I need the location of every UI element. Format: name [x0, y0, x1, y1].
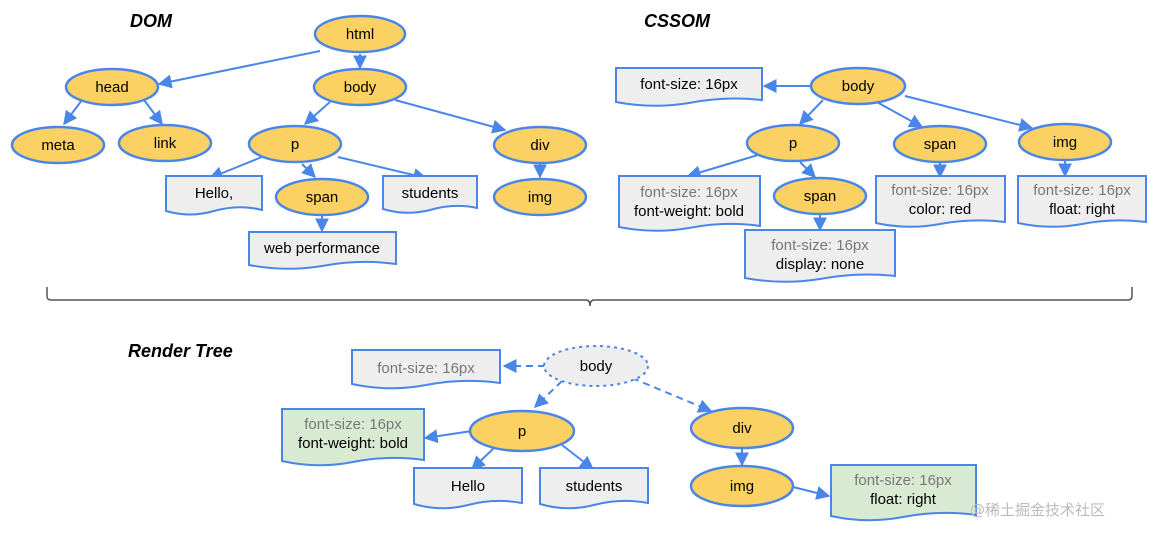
dom-node-body: body	[312, 67, 408, 107]
edge-body-div	[394, 99, 507, 134]
dom-node-div: div	[492, 125, 588, 165]
svg-text:html: html	[346, 26, 374, 43]
svg-text:font-size: 16px: font-size: 16px	[854, 472, 952, 489]
svg-text:float: right: float: right	[1049, 201, 1116, 218]
watermark-text: @稀土掘金技术社区	[970, 501, 1105, 519]
svg-text:div: div	[732, 420, 752, 437]
cssom-node-p-style: font-size: 16px font-weight: bold	[618, 175, 761, 232]
svg-text:body: body	[344, 79, 377, 96]
svg-text:color: red: color: red	[909, 201, 972, 218]
edge-render-p-hello	[470, 446, 496, 470]
render-edges	[423, 359, 831, 500]
render-node-students: students	[539, 467, 649, 510]
svg-text:body: body	[580, 358, 613, 375]
edge-head-link	[143, 99, 163, 126]
dom-node-p: p	[247, 124, 343, 164]
render-node-img-style: font-size: 16px float: right	[830, 464, 977, 522]
svg-text:span: span	[924, 136, 957, 153]
svg-text:Hello,: Hello,	[195, 185, 233, 202]
cssom-edges	[686, 79, 1072, 232]
edge-render-p-style	[423, 429, 473, 444]
render-node-div: div	[689, 406, 795, 450]
svg-text:img: img	[1053, 134, 1077, 151]
svg-text:font-size: 16px: font-size: 16px	[771, 237, 869, 254]
dom-node-html: html	[313, 14, 407, 54]
edge-cssom-body-img	[904, 95, 1034, 132]
edge-html-head	[157, 50, 321, 89]
svg-text:p: p	[291, 136, 299, 153]
dom-node-meta: meta	[10, 125, 106, 165]
dom-node-hello: Hello,	[165, 175, 263, 216]
merge-brace	[46, 287, 1133, 307]
svg-text:students: students	[566, 478, 623, 495]
render-tree-title: Render Tree	[128, 341, 233, 361]
edge-p-hello	[208, 156, 263, 180]
svg-text:body: body	[842, 78, 875, 95]
svg-text:head: head	[95, 79, 128, 96]
svg-text:p: p	[518, 423, 526, 440]
edge-render-img-style	[792, 486, 831, 500]
dom-node-img: img	[492, 177, 588, 217]
render-tree: font-size: 16px body font-size: 16px fon…	[281, 345, 977, 522]
svg-text:web performance: web performance	[263, 240, 380, 257]
dom-edges	[63, 50, 547, 233]
edge-p-span	[301, 163, 316, 178]
dom-title: DOM	[130, 11, 173, 31]
dom-node-link: link	[117, 123, 213, 163]
svg-text:students: students	[402, 185, 459, 202]
svg-text:span: span	[804, 188, 837, 205]
cssom-node-span: span	[892, 124, 988, 164]
cssom-node-p: p	[745, 123, 841, 163]
dom-node-web-performance: web performance	[248, 231, 397, 270]
svg-text:font-size: 16px: font-size: 16px	[640, 184, 738, 201]
cssom-node-span-style: font-size: 16px color: red	[875, 175, 1006, 228]
svg-text:Hello: Hello	[451, 478, 485, 495]
edge-body-p	[303, 101, 331, 125]
dom-tree: html head body meta link p div Hello,	[10, 14, 588, 270]
svg-text:div: div	[530, 137, 550, 154]
svg-text:p: p	[789, 135, 797, 152]
svg-text:meta: meta	[41, 137, 75, 154]
render-node-img: img	[689, 464, 795, 508]
edge-cssom-body-span	[874, 100, 924, 128]
cssom-title: CSSOM	[644, 11, 711, 31]
svg-text:font-weight: bold: font-weight: bold	[298, 435, 408, 452]
svg-text:font-size: 16px: font-size: 16px	[1033, 182, 1131, 199]
svg-text:img: img	[730, 478, 754, 495]
dom-node-students: students	[382, 175, 478, 214]
cssom-node-img: img	[1017, 122, 1113, 162]
edge-cssom-p-style	[686, 154, 759, 180]
svg-text:font-size: 16px: font-size: 16px	[377, 360, 475, 377]
svg-text:font-size: 16px: font-size: 16px	[304, 416, 402, 433]
edge-render-body-p	[533, 380, 563, 408]
edge-p-students	[337, 156, 428, 182]
cssom-node-body-style: font-size: 16px	[615, 67, 763, 107]
cssom-node-span-display: font-size: 16px display: none	[744, 229, 896, 283]
render-node-hello: Hello	[413, 467, 523, 510]
render-node-p: p	[468, 409, 576, 453]
dom-node-span: span	[274, 177, 370, 217]
cssom-node-body: body	[809, 66, 907, 106]
dom-node-head: head	[64, 67, 160, 107]
cssom-node-p-span: span	[772, 176, 868, 216]
edge-cssom-p-span	[799, 161, 816, 178]
svg-text:display: none: display: none	[776, 256, 864, 273]
svg-text:font-size: 16px: font-size: 16px	[640, 76, 738, 93]
render-node-p-style: font-size: 16px font-weight: bold	[281, 408, 425, 467]
edge-cssom-body-p	[799, 99, 824, 126]
render-node-body-style: font-size: 16px	[351, 349, 501, 390]
render-node-body: body	[543, 345, 649, 387]
svg-text:font-weight: bold: font-weight: bold	[634, 203, 744, 220]
svg-text:span: span	[306, 189, 339, 206]
svg-text:font-size: 16px: font-size: 16px	[891, 182, 989, 199]
edge-head-meta	[63, 99, 83, 126]
svg-text:link: link	[154, 135, 177, 152]
edge-render-body-div	[631, 377, 713, 413]
svg-text:img: img	[528, 189, 552, 206]
cssom-node-img-style: font-size: 16px float: right	[1017, 175, 1147, 228]
edge-render-p-students	[561, 444, 595, 470]
svg-text:float: right: float: right	[870, 491, 937, 508]
cssom-tree: font-size: 16px body p span img font-siz…	[615, 66, 1147, 283]
